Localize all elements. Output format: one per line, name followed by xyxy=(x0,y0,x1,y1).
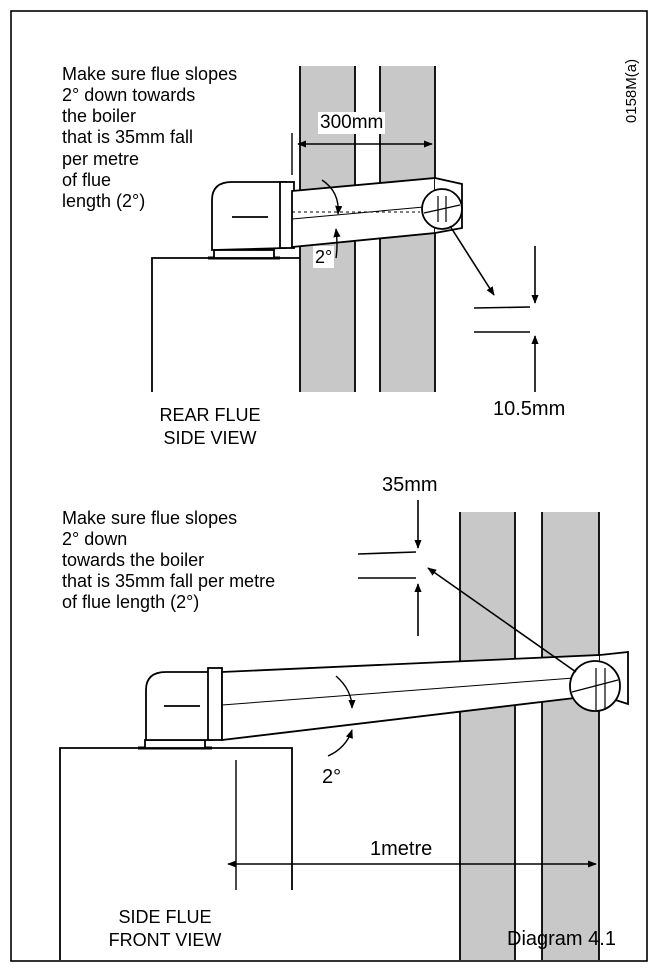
bottom-wall-right xyxy=(542,512,599,960)
bottom-fall-label: 35mm xyxy=(382,474,438,496)
bottom-length-label: 1metre xyxy=(370,838,433,860)
top-boiler-body xyxy=(151,257,300,392)
bottom-angle-label: 2° xyxy=(322,766,342,788)
side-flue-front-view xyxy=(59,500,629,960)
top-angle-label: 2° xyxy=(313,246,335,268)
rear-flue-side-view xyxy=(151,66,539,392)
diagram-caption: Diagram 4.1 xyxy=(507,928,616,950)
top-offset-label: 10.5mm xyxy=(493,398,566,420)
top-flue-elbow xyxy=(211,181,287,251)
bottom-note-line-1: Make sure flue slopes xyxy=(62,508,238,528)
bottom-view-title-line-1: SIDE FLUE xyxy=(118,907,212,927)
top-view-title-line-1: REAR FLUE xyxy=(159,405,261,425)
bottom-wall-left xyxy=(460,512,515,960)
top-note-line-7: length (2°) xyxy=(62,191,146,211)
top-note-line-3: the boiler xyxy=(62,106,137,126)
top-view-title-line-2: SIDE VIEW xyxy=(163,428,257,448)
bottom-note-line-5: of flue length (2°) xyxy=(62,592,200,612)
bottom-view-title-line-2: FRONT VIEW xyxy=(108,930,222,950)
top-note-line-1: Make sure flue slopes xyxy=(62,64,238,84)
bottom-note-line-3: towards the boiler xyxy=(62,550,205,570)
top-note-line-4: that is 35mm fall xyxy=(62,127,194,147)
bottom-note-line-4: that is 35mm fall per metre xyxy=(62,571,276,591)
diagram-frame xyxy=(10,10,648,962)
top-note-line-6: of flue xyxy=(62,170,112,190)
top-note-line-5: per metre xyxy=(62,149,140,169)
top-note-line-2: 2° down towards xyxy=(62,85,196,105)
bottom-note-line-2: 2° down xyxy=(62,529,128,549)
top-width-label: 300mm xyxy=(318,112,386,134)
bottom-leader-arrow xyxy=(427,567,577,673)
reference-code: 0158M(a) xyxy=(623,58,640,124)
